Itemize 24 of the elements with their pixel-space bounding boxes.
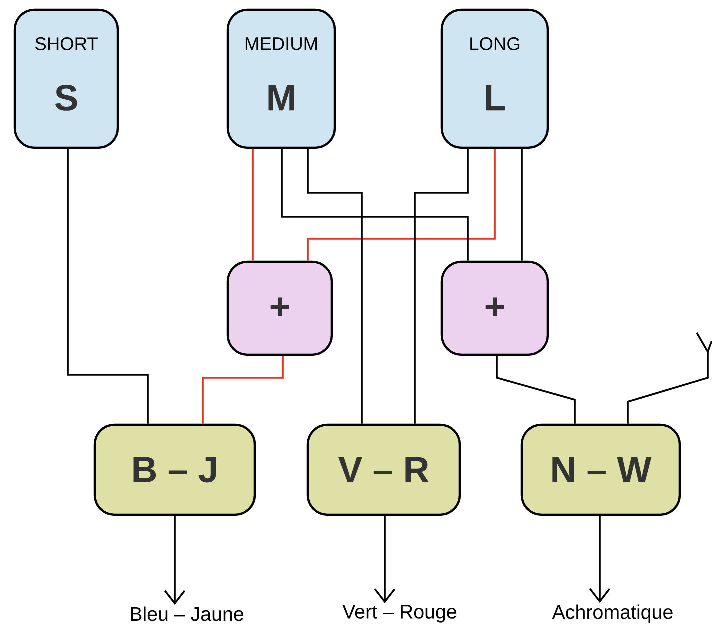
connector-line	[521, 149, 523, 261]
connector-line	[252, 149, 254, 261]
channel-box: N – W	[520, 424, 682, 516]
connector-line	[627, 352, 709, 424]
channel-box: V – R	[306, 424, 462, 516]
connector-line	[496, 356, 576, 424]
connector-line	[307, 149, 496, 261]
arrow	[589, 516, 611, 604]
arrow	[374, 516, 396, 604]
connector-line	[202, 356, 284, 424]
channel-box: B – J	[94, 424, 256, 516]
connector-line	[414, 149, 469, 424]
cone-box: LONG L	[440, 8, 550, 150]
cone-box: MEDIUM M	[226, 8, 336, 150]
cone-box: SHORT S	[14, 8, 120, 150]
output-label: Achromatique	[552, 604, 673, 624]
arrow	[164, 516, 186, 606]
connector-line	[67, 149, 149, 424]
connector-line	[307, 149, 363, 424]
output-label: Bleu – Jaune	[131, 606, 244, 622]
sum-box: +	[440, 260, 550, 356]
connector-line	[281, 149, 469, 261]
sum-box: +	[226, 260, 334, 356]
output-label: Vert – Rouge	[342, 605, 457, 623]
